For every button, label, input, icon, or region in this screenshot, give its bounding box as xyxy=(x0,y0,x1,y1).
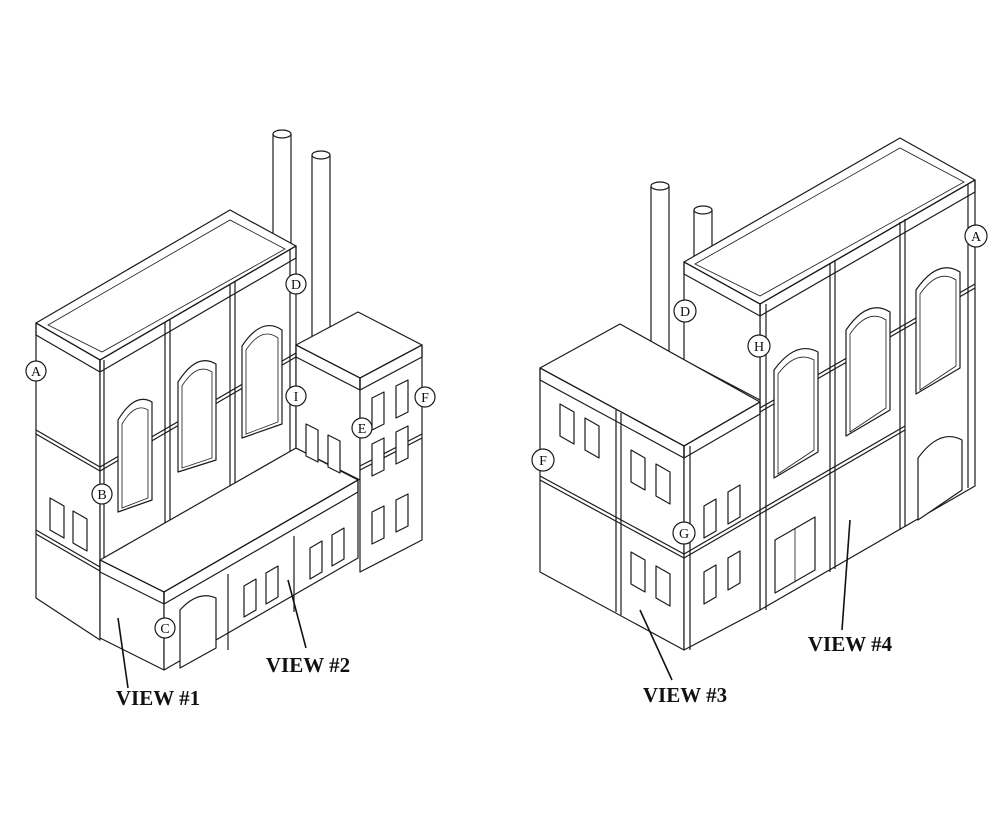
svg-text:A: A xyxy=(971,230,982,245)
view-2-label: VIEW #2 xyxy=(266,653,350,677)
arched-window-5 xyxy=(845,307,891,437)
arched-window-4 xyxy=(773,348,819,479)
arched-window-6 xyxy=(915,267,961,395)
left-callout-a: A xyxy=(25,360,47,382)
left-callout-f: F xyxy=(414,386,436,408)
view-1-label: VIEW #1 xyxy=(116,686,200,710)
low-block-windows xyxy=(559,403,741,607)
left-building-model: A B C D I E F VIEW #1 VIEW #2 xyxy=(25,129,436,710)
svg-text:B: B xyxy=(97,488,106,503)
arched-window-1 xyxy=(117,398,153,513)
double-door xyxy=(774,516,816,594)
right-callout-d: D xyxy=(673,299,697,323)
svg-text:D: D xyxy=(291,278,301,293)
svg-text:C: C xyxy=(160,622,169,637)
right-callout-h: H xyxy=(747,334,771,358)
right-callout-g: G xyxy=(672,521,696,545)
right-block-side xyxy=(359,344,423,573)
view4-leader xyxy=(841,519,851,631)
right-block-windows xyxy=(305,379,409,545)
view2-leader xyxy=(287,579,307,649)
svg-text:G: G xyxy=(679,527,689,542)
left-callout-e: E xyxy=(351,417,373,439)
view-3-label: VIEW #3 xyxy=(643,683,727,707)
left-face-windows xyxy=(49,497,88,552)
left-callout-c: C xyxy=(154,617,176,639)
right-building-model: A D H F G VIEW #3 VIEW #4 xyxy=(531,137,988,707)
arched-window-2 xyxy=(177,360,217,473)
svg-text:D: D xyxy=(680,305,690,320)
svg-text:F: F xyxy=(421,391,429,406)
arched-window-3 xyxy=(241,325,283,439)
view-4-label: VIEW #4 xyxy=(808,632,893,656)
right-callout-a: A xyxy=(964,224,988,248)
right-callout-f: F xyxy=(531,448,555,472)
left-smokestack-front xyxy=(311,150,331,346)
left-callout-b: B xyxy=(91,483,113,505)
left-callout-d: D xyxy=(285,273,307,295)
view1-leader xyxy=(117,617,129,689)
svg-text:H: H xyxy=(754,340,764,355)
svg-text:I: I xyxy=(294,390,299,405)
svg-text:E: E xyxy=(358,422,367,437)
svg-text:F: F xyxy=(539,454,547,469)
view3-leader xyxy=(639,609,673,681)
left-callout-i: I xyxy=(285,385,307,407)
low-wing-windows xyxy=(243,527,345,618)
svg-text:A: A xyxy=(31,365,42,380)
